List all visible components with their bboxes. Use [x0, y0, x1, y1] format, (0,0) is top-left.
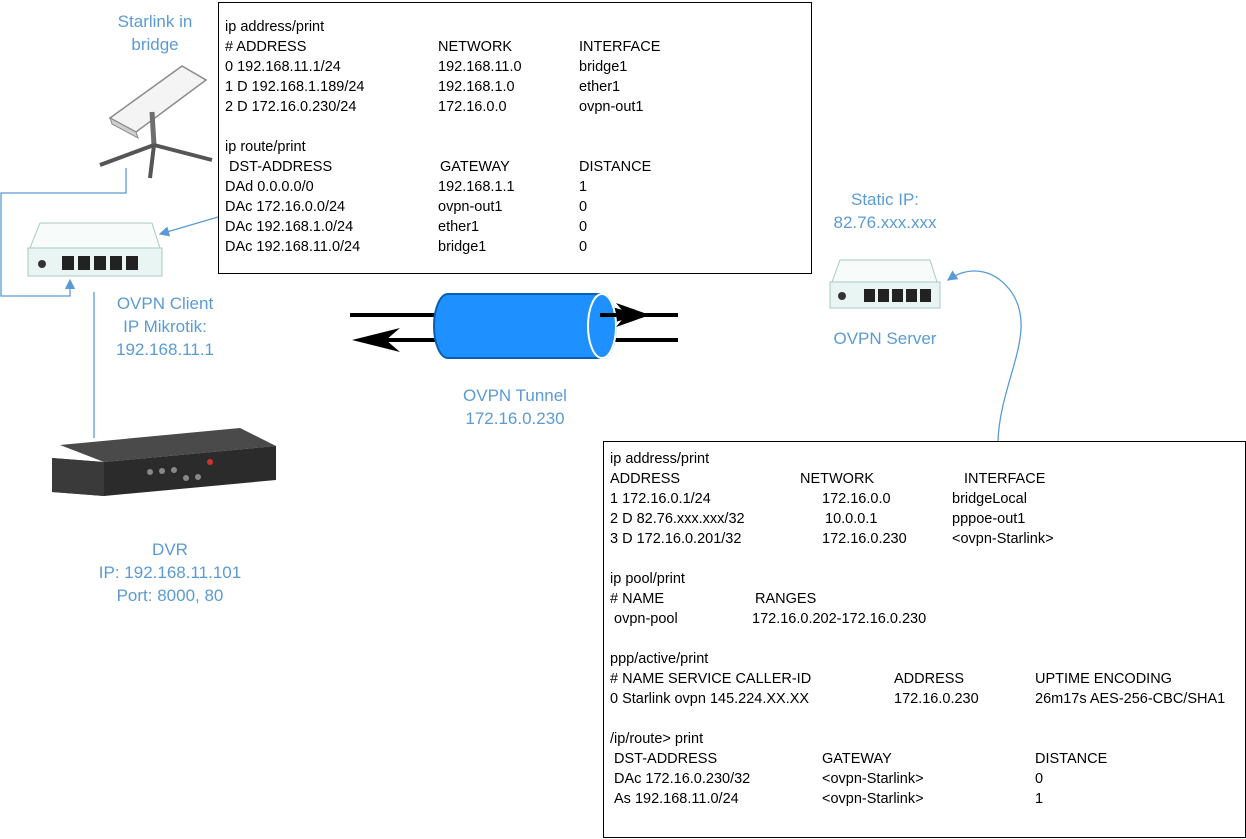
client-label-line: 192.168.11.1 — [116, 340, 214, 359]
client-label-line: OVPN Client — [116, 294, 214, 313]
client-route-gateway: ovpn-out1 — [438, 199, 503, 215]
server-ppp-header-address: ADDRESS — [894, 671, 965, 687]
ovpn-server-label: OVPN Server — [815, 327, 955, 350]
client-route-dst: DAd 0.0.0.0/0 — [225, 179, 314, 195]
client-addr-header-network: NETWORK — [438, 39, 513, 55]
server-ppp-name: 0 Starlink ovpn 145.224.XX.XX — [610, 691, 810, 707]
server-route-dst: DAc 172.16.0.230/32 — [614, 771, 751, 787]
tunnel-graphic — [350, 293, 678, 359]
server-router-icon — [829, 259, 941, 309]
server-addr-header-interface: INTERFACE — [964, 471, 1046, 487]
client-addr-interface: ovpn-out1 — [579, 99, 644, 115]
ovpn-tunnel-label: OVPN Tunnel 172.16.0.230 — [440, 384, 590, 430]
server-ppp-cmd: ppp/active/print — [610, 651, 709, 667]
client-label-line: IP Mikrotik: — [123, 317, 207, 336]
server-addr-interface: pppoe-out1 — [952, 511, 1026, 527]
server-addr-network: 172.16.0.0 — [822, 491, 891, 507]
server-ppp-uptime: 26m17s AES-256-CBC/SHA1 — [1035, 691, 1226, 707]
client-addr-network: 172.16.0.0 — [438, 99, 507, 115]
starlink-label-line: Starlink in — [117, 12, 193, 31]
server-pool-ranges: 172.16.0.202-172.16.0.230 — [752, 611, 927, 627]
client-route-distance: 0 — [579, 239, 588, 255]
starlink-label: Starlink in bridge — [100, 10, 210, 56]
dvr-label-line: Port: 8000, 80 — [116, 586, 224, 605]
client-addr-header-interface: INTERFACE — [579, 39, 661, 55]
starlink-label-line: bridge — [131, 35, 179, 54]
server-pool-header-name: # NAME — [610, 591, 664, 607]
client-route-gateway: ether1 — [438, 219, 480, 235]
client-route-header-dst: DST-ADDRESS — [229, 159, 333, 175]
client-addr-address: 2 D 172.16.0.230/24 — [225, 99, 357, 115]
client-router-icon — [27, 222, 163, 277]
client-route-gateway: 192.168.1.1 — [438, 179, 515, 195]
server-route-header-distance: DISTANCE — [1035, 751, 1108, 767]
server-link-line — [946, 270, 1022, 442]
server-addr-header-address: ADDRESS — [610, 471, 681, 487]
server-route-gateway: <ovpn-Starlink> — [822, 791, 924, 807]
server-ppp-header-name: # NAME SERVICE CALLER-ID — [610, 671, 812, 687]
static-ip-line: Static IP: — [850, 190, 920, 209]
server-addr-network: 10.0.0.1 — [825, 511, 878, 527]
client-addr-header-address: # ADDRESS — [225, 39, 307, 55]
server-route-header-gateway: GATEWAY — [822, 751, 892, 767]
server-addr-cmd: ip address/print — [610, 451, 710, 467]
server-route-gateway: <ovpn-Starlink> — [822, 771, 924, 787]
server-ppp-header-uptime: UPTIME ENCODING — [1035, 671, 1172, 687]
ovpn-client-label: OVPN Client IP Mikrotik: 192.168.11.1 — [95, 292, 235, 361]
client-addr-address: 1 D 192.168.1.189/24 — [225, 79, 365, 95]
server-route-dst: As 192.168.11.0/24 — [614, 791, 739, 807]
starlink-to-router-line — [0, 168, 127, 297]
server-route-header-dst: DST-ADDRESS — [614, 751, 718, 767]
server-addr-interface: <ovpn-Starlink> — [952, 531, 1054, 547]
server-ppp-address: 172.16.0.230 — [894, 691, 979, 707]
static-ip-label: Static IP: 82.76.xxx.xxx — [815, 188, 955, 234]
dvr-label-line: DVR — [152, 540, 188, 559]
client-route-distance: 1 — [579, 179, 588, 195]
server-addr-interface: bridgeLocal — [952, 491, 1027, 507]
dvr-icon — [52, 428, 276, 496]
client-config-box: ip address/print # ADDRESS NETWORK INTER… — [218, 2, 812, 274]
server-route-cmd: /ip/route> print — [610, 731, 704, 747]
client-route-gateway: bridge1 — [438, 239, 487, 255]
server-config-box: ip address/print ADDRESS NETWORK INTERFA… — [603, 441, 1246, 838]
client-route-header-gateway: GATEWAY — [440, 159, 510, 175]
starlink-dish-icon — [99, 65, 213, 179]
dvr-label: DVR IP: 192.168.11.101 Port: 8000, 80 — [80, 538, 260, 607]
server-label-line: OVPN Server — [833, 329, 937, 348]
client-route-header-distance: DISTANCE — [579, 159, 652, 175]
server-addr-address: 3 D 172.16.0.201/32 — [610, 531, 742, 547]
client-route-distance: 0 — [579, 219, 588, 235]
server-route-distance: 0 — [1035, 771, 1044, 787]
static-ip-line: 82.76.xxx.xxx — [833, 213, 937, 232]
server-pool-name: ovpn-pool — [614, 611, 678, 627]
tunnel-label-line: OVPN Tunnel — [463, 386, 567, 405]
server-addr-address: 2 D 82.76.xxx.xxx/32 — [610, 511, 745, 527]
tunnel-label-line: 172.16.0.230 — [465, 409, 565, 428]
server-pool-cmd: ip pool/print — [610, 571, 685, 587]
server-pool-header-ranges: RANGES — [755, 591, 817, 607]
client-addr-network: 192.168.11.0 — [438, 59, 522, 75]
client-addr-network: 192.168.1.0 — [438, 79, 515, 95]
client-addr-interface: ether1 — [579, 79, 621, 95]
client-route-distance: 0 — [579, 199, 588, 215]
server-addr-network: 172.16.0.230 — [822, 531, 907, 547]
client-route-dst: DAc 192.168.1.0/24 — [225, 219, 354, 235]
client-route-cmd: ip route/print — [225, 139, 306, 155]
server-addr-header-network: NETWORK — [800, 471, 875, 487]
dvr-label-line: IP: 192.168.11.101 — [98, 563, 242, 582]
client-addr-address: 0 192.168.11.1/24 — [225, 59, 341, 75]
server-addr-address: 1 172.16.0.1/24 — [610, 491, 711, 507]
client-route-dst: DAc 172.16.0.0/24 — [225, 199, 346, 215]
box-to-router-arrow — [158, 216, 219, 237]
client-route-dst: DAc 192.168.11.0/24 — [225, 239, 361, 255]
client-addr-cmd: ip address/print — [225, 19, 325, 35]
client-addr-interface: bridge1 — [579, 59, 628, 75]
server-route-distance: 1 — [1035, 791, 1044, 807]
